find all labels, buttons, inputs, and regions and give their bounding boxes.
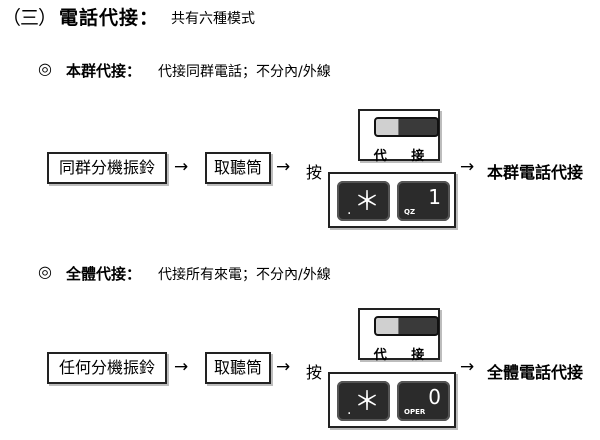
star-key-symbol: ＊ bbox=[353, 187, 380, 217]
press-label: 按 bbox=[306, 363, 323, 382]
star-key: ＊ . bbox=[337, 181, 390, 221]
pickup-box: 取聽筒 bbox=[205, 152, 271, 184]
arrow-right-icon: → bbox=[174, 357, 189, 377]
arrow-right-icon: → bbox=[174, 157, 189, 177]
ring-box: 同群分機振鈴 bbox=[47, 152, 167, 184]
switch-label: 代 接 bbox=[373, 149, 435, 164]
ring-box: 任何分機振鈴 bbox=[47, 352, 167, 384]
mode-result: 本群電話代接 bbox=[487, 163, 584, 182]
mode-description: 代接同群電話；不分內/外線 bbox=[158, 64, 331, 80]
mode-description: 代接所有來電；不分內/外線 bbox=[158, 267, 331, 283]
keypad-panel: ＊ . 0 OPER bbox=[328, 372, 456, 428]
pickup-box: 取聽筒 bbox=[205, 352, 271, 384]
arrow-right-icon: → bbox=[276, 357, 291, 377]
mode-result: 全體電話代接 bbox=[487, 363, 584, 382]
digit-key-number: 1 bbox=[428, 185, 441, 209]
pickup-box-label: 取聽筒 bbox=[213, 158, 262, 177]
arrow-right-icon: → bbox=[460, 357, 475, 377]
star-key-symbol: ＊ bbox=[353, 387, 380, 417]
digit-key: 1 QZ bbox=[397, 181, 450, 221]
ring-box-label: 任何分機振鈴 bbox=[58, 358, 155, 377]
section-subtitle: 共有六種模式 bbox=[171, 11, 255, 27]
star-key-sub: . bbox=[347, 202, 352, 218]
toggle-knob bbox=[376, 119, 399, 135]
mode-title: 本群代接： bbox=[66, 62, 142, 80]
star-key: ＊ . bbox=[337, 381, 390, 421]
toggle-knob bbox=[376, 318, 399, 334]
keypad-panel: ＊ . 1 QZ bbox=[328, 172, 456, 228]
digit-key-sub: OPER bbox=[404, 408, 426, 416]
press-label: 按 bbox=[306, 163, 323, 182]
arrow-right-icon: → bbox=[460, 157, 475, 177]
pickup-box-label: 取聽筒 bbox=[213, 358, 262, 377]
pickup-switch-panel: 代 接 bbox=[358, 308, 440, 363]
toggle-switch-icon bbox=[374, 316, 439, 336]
mode-title: 全體代接： bbox=[66, 265, 142, 283]
digit-key-number: 0 bbox=[428, 385, 441, 409]
switch-label: 代 接 bbox=[373, 348, 435, 363]
mode-bullet: ◎ bbox=[38, 59, 52, 78]
pickup-switch-panel: 代 接 bbox=[358, 109, 440, 164]
digit-key-sub: QZ bbox=[404, 208, 416, 216]
digit-key: 0 OPER bbox=[397, 381, 450, 421]
mode-bullet: ◎ bbox=[38, 262, 52, 281]
arrow-right-icon: → bbox=[276, 157, 291, 177]
star-key-sub: . bbox=[347, 402, 352, 418]
section-number: （三） bbox=[2, 7, 57, 29]
toggle-switch-icon bbox=[374, 117, 439, 137]
section-title: 電話代接： bbox=[59, 7, 160, 29]
ring-box-label: 同群分機振鈴 bbox=[58, 158, 155, 177]
